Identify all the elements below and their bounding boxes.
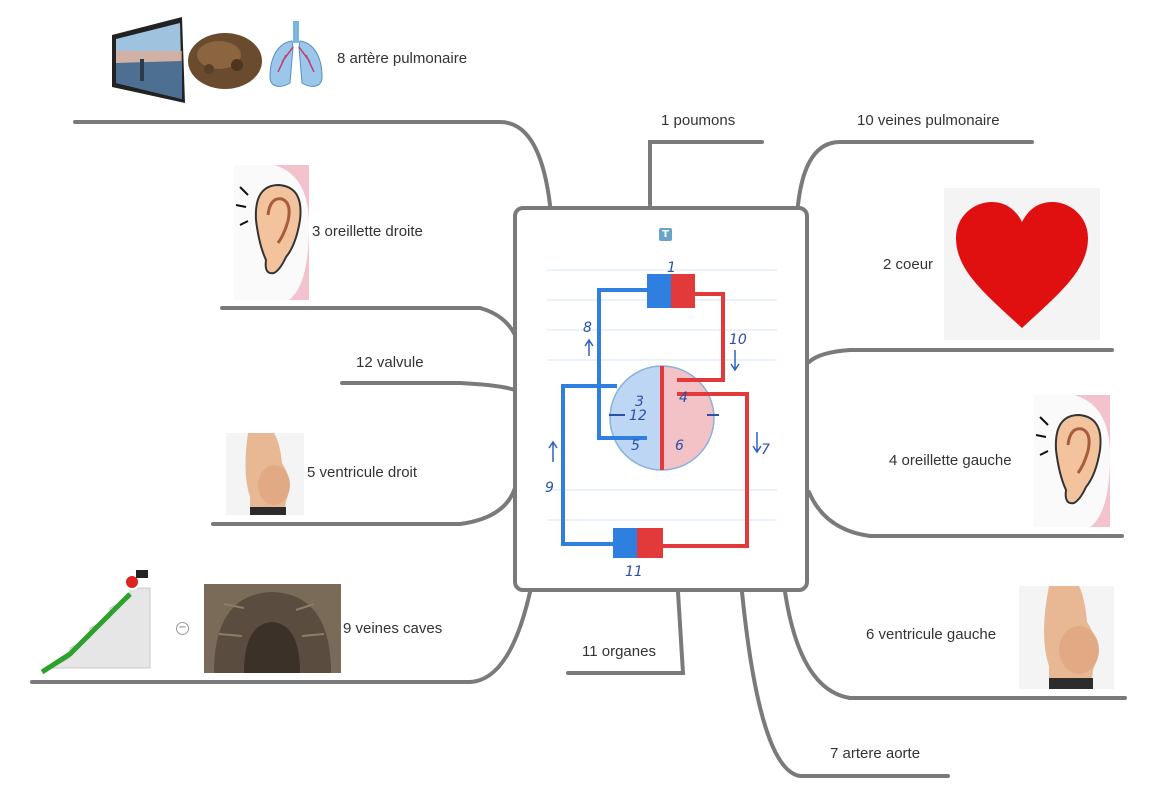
cellar-tunnel-image [204, 584, 341, 673]
connector-4 [807, 490, 1124, 538]
label-12: 12 valvule [356, 354, 424, 371]
label-8: 8 artère pulmonaire [337, 50, 468, 67]
diagram-number-10: 10 [729, 332, 747, 348]
label-4: 4 oreillette gauche [889, 452, 1012, 469]
connector-1 [648, 140, 764, 207]
connector-12 [340, 381, 517, 392]
diagram-number-3: 3 [635, 394, 644, 410]
connector-10 [796, 140, 1034, 207]
label-2: 2 coeur [883, 256, 934, 273]
ear-image-left-atrium [1034, 395, 1110, 527]
connector-11 [566, 590, 686, 675]
soil-image [185, 23, 265, 93]
text-note-icon[interactable]: T [659, 228, 672, 241]
diagram-number-1: 1 [667, 260, 676, 276]
belly-image-right-ventricle [226, 433, 304, 515]
connector-8 [73, 120, 552, 207]
diagram-number-5: 5 [631, 438, 640, 454]
connector-2 [807, 348, 1114, 364]
diagram-number-11: 11 [625, 564, 643, 580]
red-heart-image [944, 188, 1100, 340]
connector-7 [740, 590, 950, 778]
diagram-number-4: 4 [679, 390, 688, 406]
connector-9 [30, 590, 532, 684]
label-1: 1 poumons [661, 112, 736, 129]
label-9: 9 veines caves [343, 620, 443, 637]
label-6: 6 ventricule gauche [866, 626, 997, 643]
diagram-number-8: 8 [583, 320, 592, 336]
connector-5 [211, 486, 517, 526]
connector-3 [220, 306, 517, 337]
diagram-number-12: 12 [629, 408, 647, 424]
label-10: 10 veines pulmonaire [857, 112, 1000, 129]
diagram-number-9: 9 [545, 480, 554, 496]
label-7: 7 artere aorte [830, 745, 921, 762]
label-3: 3 oreillette droite [312, 223, 423, 240]
stairs-goal-image [40, 568, 158, 676]
label-5: 5 ventricule droit [307, 464, 418, 481]
belly-image-left-ventricle [1019, 586, 1114, 689]
connector-6 [783, 590, 1127, 700]
circulation-drawing: 1 8 10 4 3 12 5 6 7 9 11 [545, 260, 777, 580]
label-11: 11 organes [582, 643, 656, 660]
lungs-image [266, 17, 326, 92]
central-circulation-diagram[interactable]: T 1 [513, 206, 809, 592]
landscape-image [112, 17, 185, 103]
diagram-number-6: 6 [675, 438, 684, 454]
ear-image-right-atrium [234, 165, 309, 300]
collapse-toggle-icon[interactable]: − [176, 622, 189, 635]
diagram-number-7: 7 [761, 442, 770, 458]
